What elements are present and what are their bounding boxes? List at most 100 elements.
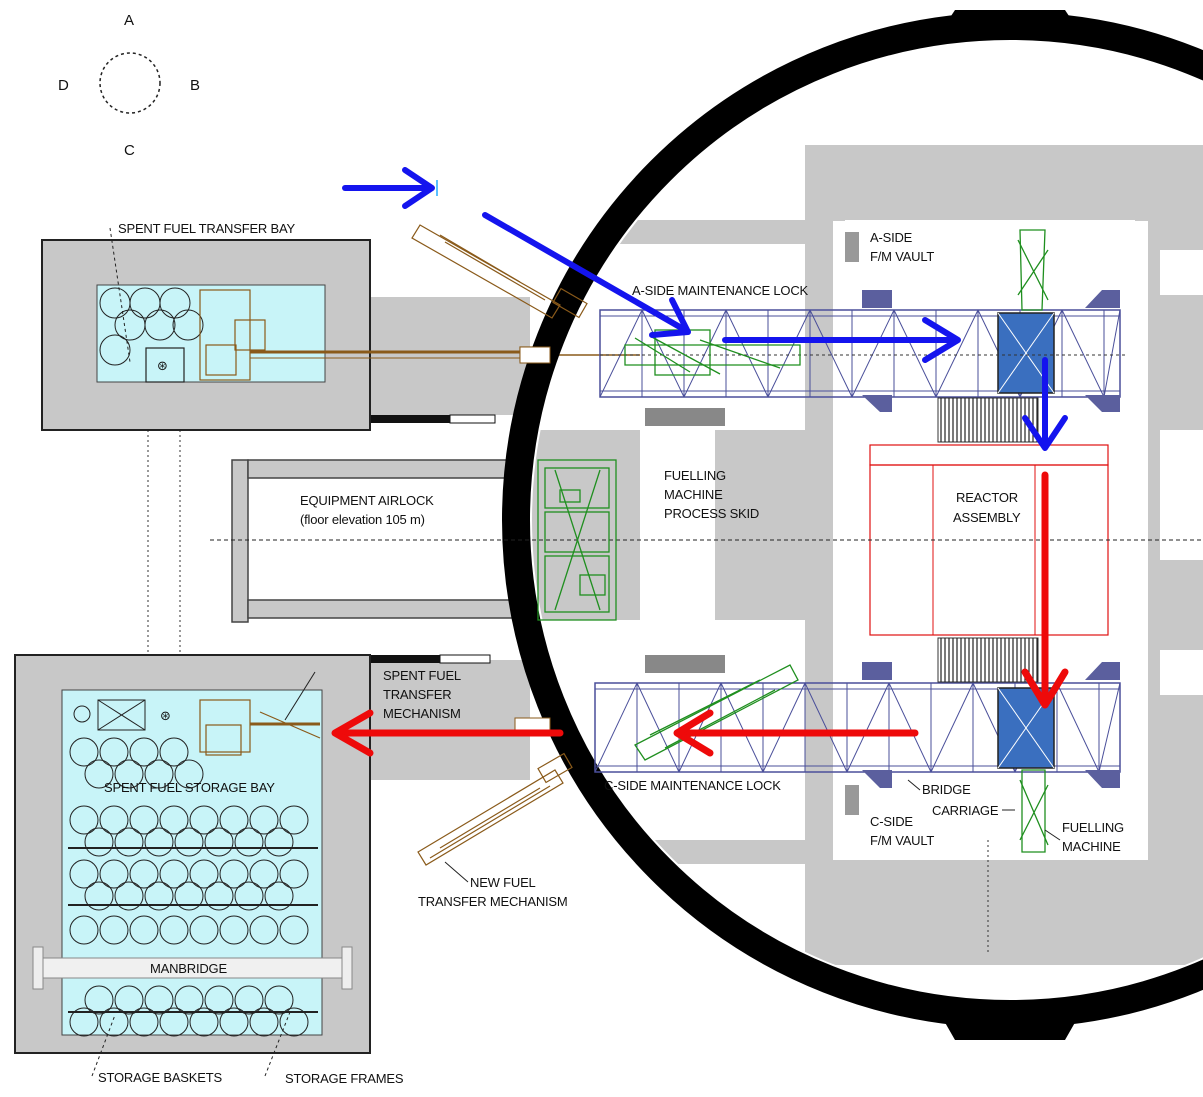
storage-basket-circle bbox=[99, 915, 129, 945]
truss-diagonal bbox=[641, 309, 685, 398]
compass: A B C D bbox=[58, 12, 200, 159]
truss-diagonal bbox=[888, 682, 932, 773]
storage-basket-circle bbox=[84, 759, 114, 789]
storage-basket-circle bbox=[279, 915, 309, 945]
storage-basket-circle bbox=[129, 859, 159, 889]
storage-basket-circle bbox=[204, 827, 234, 857]
outside-corridors bbox=[147, 297, 530, 780]
red-arrow-down-head bbox=[1021, 668, 1069, 709]
storage-basket-circle bbox=[129, 1007, 159, 1037]
truss-diagonal bbox=[683, 309, 727, 398]
storage-basket-circles bbox=[69, 737, 309, 1037]
storage-basket-circle bbox=[99, 1007, 129, 1037]
blue-arrow-diagonal-head bbox=[649, 297, 691, 338]
storage-basket-circle bbox=[234, 881, 264, 911]
label-storage-baskets: STORAGE BASKETS bbox=[98, 1070, 222, 1085]
label-skid-fuelling: FUELLING bbox=[664, 468, 726, 483]
storage-basket-circle bbox=[129, 737, 159, 767]
label-skid-machine: MACHINE bbox=[664, 487, 723, 502]
storage-baskets-leader bbox=[91, 1014, 116, 1077]
storage-frame-lines bbox=[68, 847, 318, 1013]
storage-basket-circle bbox=[84, 881, 114, 911]
storage-basket-circle bbox=[159, 737, 189, 767]
storage-basket-circle bbox=[189, 915, 219, 945]
storage-basket-circle bbox=[174, 827, 204, 857]
label-manbridge: MANBRIDGE bbox=[150, 961, 227, 976]
transfer-corridor-upper bbox=[370, 297, 530, 415]
spent-fuel-transfer-bay: ⊛ SPENT FUEL TRANSFER BAY bbox=[41, 221, 640, 431]
storage-basket-circle bbox=[249, 859, 279, 889]
truss-diagonal bbox=[1061, 309, 1105, 398]
label-assembly: ASSEMBLY bbox=[953, 510, 1021, 525]
storage-basket-circle bbox=[84, 827, 114, 857]
storage-basket-circle bbox=[129, 915, 159, 945]
truss-diagonal bbox=[893, 309, 937, 398]
label-a-side-maintenance-lock: A-SIDE MAINTENANCE LOCK bbox=[632, 283, 809, 298]
compass-label-c: C bbox=[124, 142, 135, 159]
manbridge: MANBRIDGE bbox=[32, 946, 353, 990]
storage-basket-circle bbox=[84, 985, 114, 1015]
upper-wall-segment bbox=[370, 415, 450, 423]
storage-basket-circle bbox=[174, 759, 204, 789]
label-airlock-elevation: (floor elevation 105 m) bbox=[300, 512, 425, 527]
storage-basket-circle bbox=[159, 1007, 189, 1037]
storage-basket-circle bbox=[219, 859, 249, 889]
storage-basket-circle bbox=[204, 985, 234, 1015]
storage-basket-circle bbox=[159, 859, 189, 889]
storage-basket-circle bbox=[279, 805, 309, 835]
storage-basket-circle bbox=[159, 915, 189, 945]
blue-arrow-horizontal-head bbox=[922, 317, 961, 363]
red-arrow-left-1-head bbox=[673, 709, 714, 757]
label-spent-fuel-storage-bay: SPENT FUEL STORAGE BAY bbox=[104, 780, 275, 795]
new-fuel-leader bbox=[444, 861, 469, 883]
label-a-side: A-SIDE bbox=[870, 230, 913, 245]
truss-diagonal bbox=[1098, 682, 1121, 773]
label-storage-frames: STORAGE FRAMES bbox=[285, 1071, 404, 1086]
transfer-bay-leader bbox=[109, 227, 131, 363]
storage-basket-circle bbox=[129, 805, 159, 835]
new-fuel-transfer-mechanism-lower bbox=[417, 752, 573, 866]
storage-basket-circle bbox=[69, 737, 99, 767]
storage-basket-circle bbox=[144, 985, 174, 1015]
label-new-fuel: NEW FUEL bbox=[470, 875, 536, 890]
label-reactor: REACTOR bbox=[956, 490, 1018, 505]
storage-basket-circle bbox=[114, 827, 144, 857]
label-bridge: BRIDGE bbox=[922, 782, 971, 797]
storage-basket-circle bbox=[144, 827, 174, 857]
label-carriage: CARRIAGE bbox=[932, 803, 999, 818]
storage-basket-circle bbox=[99, 859, 129, 889]
storage-basket-circle bbox=[204, 881, 234, 911]
truss-diagonal bbox=[1103, 309, 1121, 398]
storage-bay-pool bbox=[61, 689, 323, 1036]
storage-basket-circle bbox=[219, 1007, 249, 1037]
storage-basket-circle bbox=[189, 1007, 219, 1037]
storage-basket-circle bbox=[144, 881, 174, 911]
fuelling-machine-process-skid bbox=[537, 459, 617, 621]
storage-basket-circle bbox=[264, 985, 294, 1015]
storage-basket-circle bbox=[69, 1007, 99, 1037]
storage-basket-circle bbox=[264, 827, 294, 857]
storage-basket-circle bbox=[219, 805, 249, 835]
truss-diagonal bbox=[599, 309, 643, 398]
lower-wall-segment bbox=[370, 655, 440, 663]
spent-fuel-storage-bay: ⊛ MANBRIDGE SPENT FUEL STORAGE BAY STORA… bbox=[14, 654, 404, 1086]
mechanism-leader-line bbox=[284, 671, 316, 721]
transfer-bay-basket-circles bbox=[99, 287, 204, 366]
transfer-bay-port bbox=[145, 347, 185, 383]
blue-arrow-entry-head bbox=[402, 167, 435, 209]
label-skid-process: PROCESS SKID bbox=[664, 506, 759, 521]
fuelling-machine-vault-c bbox=[1019, 769, 1049, 853]
truss-diagonal bbox=[851, 309, 895, 398]
equipment-airlock: EQUIPMENT AIRLOCK (floor elevation 105 m… bbox=[231, 459, 519, 623]
label-equipment-airlock: EQUIPMENT AIRLOCK bbox=[300, 493, 434, 508]
storage-basket-circle bbox=[264, 881, 294, 911]
compass-label-a: A bbox=[124, 12, 134, 29]
upper-wall-hatch bbox=[449, 414, 496, 424]
label-spent-fuel-transfer-bay: SPENT FUEL TRANSFER BAY bbox=[118, 221, 295, 236]
transfer-bay-port-symbol: ⊛ bbox=[157, 358, 168, 373]
storage-basket-circle bbox=[99, 805, 129, 835]
truss-diagonal bbox=[930, 682, 974, 773]
storage-basket-circle bbox=[219, 915, 249, 945]
compass-label-b: B bbox=[190, 77, 200, 94]
storage-basket-circle bbox=[69, 805, 99, 835]
